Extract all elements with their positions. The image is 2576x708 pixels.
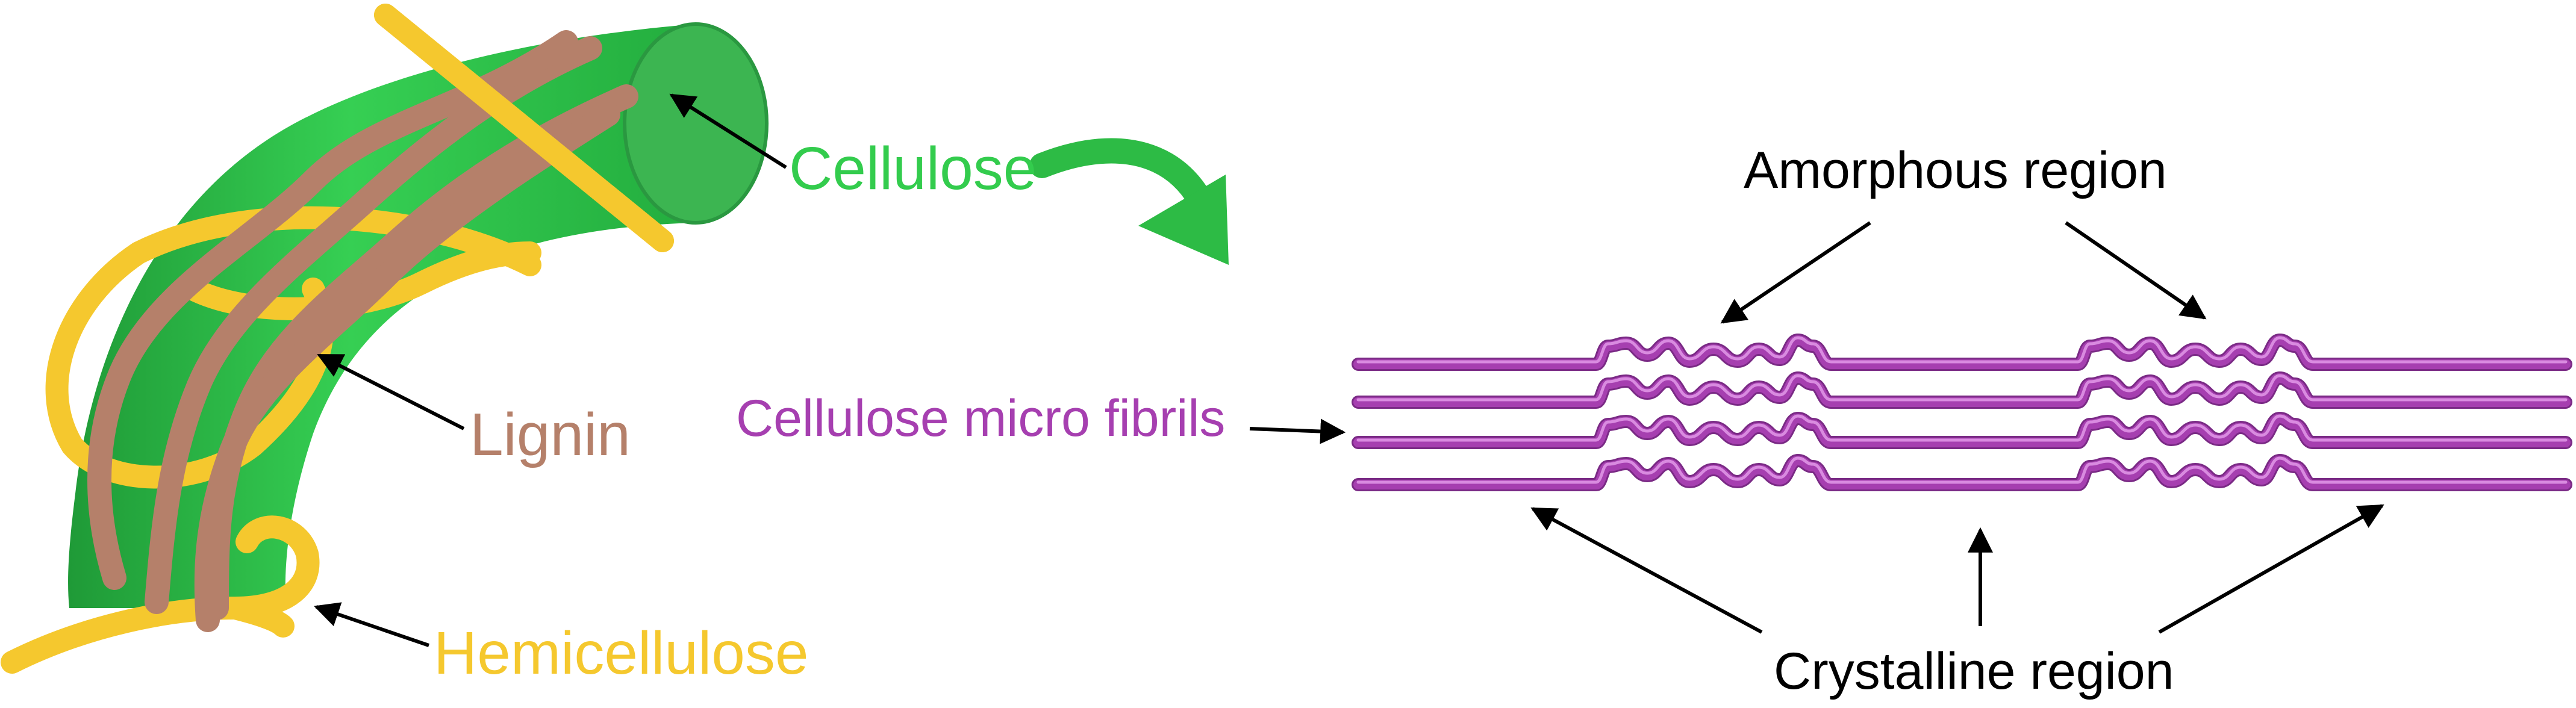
amorphous-arrow-right xyxy=(2065,221,2207,320)
cellulose-arrow xyxy=(669,93,787,169)
transition-arrow xyxy=(1029,138,1229,265)
lignin-strands xyxy=(87,30,638,632)
microfibril-2 xyxy=(1353,373,2571,407)
microfibril-3 xyxy=(1353,414,2571,447)
label-lignin: Lignin xyxy=(470,401,631,468)
microfibril-1-highlight xyxy=(1356,336,2568,364)
microfibrils-arrow xyxy=(1249,418,1346,444)
label-cellulose: Cellulose xyxy=(789,135,1037,202)
microfibril-4-highlight xyxy=(1356,456,2568,484)
cellulose-end-cap xyxy=(625,24,767,223)
label-amorphous-region: Amorphous region xyxy=(1744,141,2167,199)
microfibril-1 xyxy=(1353,335,2571,369)
crystalline-arrow-right xyxy=(2158,504,2384,634)
microfibril-bundle xyxy=(1352,334,2572,491)
hemicellulose-front-strand xyxy=(374,4,674,252)
label-microfibrils: Cellulose micro fibrils xyxy=(736,390,1226,447)
label-hemicellulose: Hemicellulose xyxy=(434,620,809,687)
crystalline-arrow-left xyxy=(1530,507,1763,634)
amorphous-arrow-left xyxy=(1720,221,1871,324)
label-crystalline-region: Crystalline region xyxy=(1774,642,2174,700)
microfibril-4 xyxy=(1353,456,2571,489)
lignin-arrow xyxy=(317,353,465,430)
hemicellulose-arrow xyxy=(314,602,429,647)
microfibril-2-highlight xyxy=(1356,374,2568,402)
microfibril-3-highlight xyxy=(1356,414,2568,442)
